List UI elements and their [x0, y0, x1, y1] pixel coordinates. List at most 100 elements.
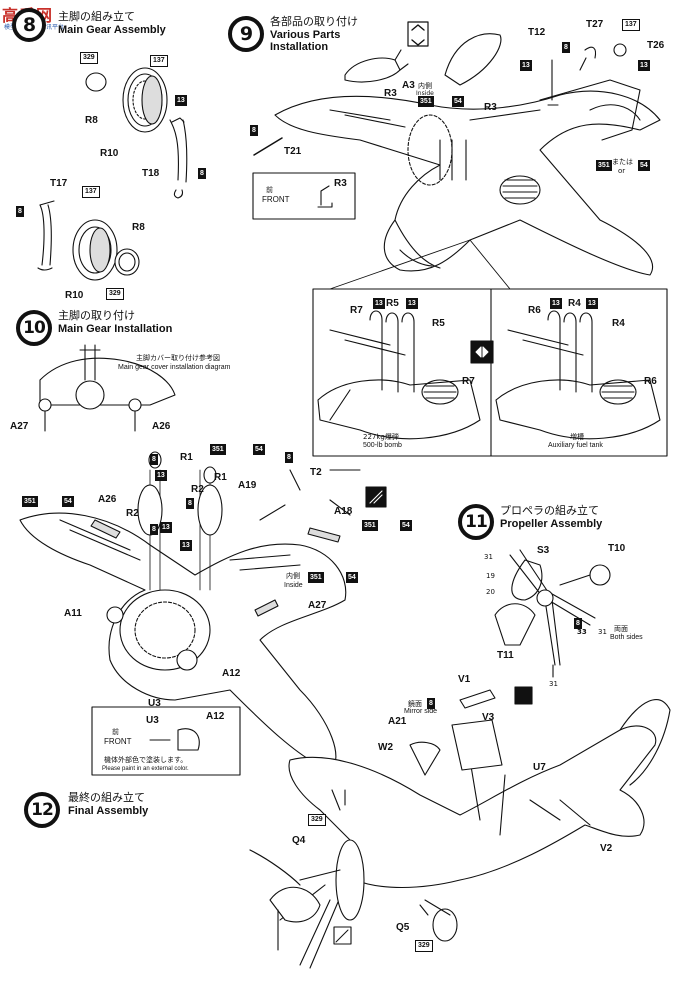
part-label: A27: [308, 600, 327, 611]
color-code: 13: [638, 60, 650, 71]
color-code: 13: [406, 298, 418, 309]
inside-jp: 内側: [418, 82, 432, 90]
bomb-jp: 227kg爆弾: [363, 433, 399, 441]
step-10-title-jp: 主脚の取り付け: [58, 309, 135, 322]
part-label: R3: [334, 178, 347, 189]
part-label: A12: [222, 668, 241, 679]
color-code: 54: [346, 572, 358, 583]
color-code: 54: [638, 160, 650, 171]
part-number-31b: 31: [598, 628, 607, 636]
step-9-title-en: Various Parts: [270, 29, 341, 41]
part-label: R1: [180, 452, 193, 463]
color-code: 13: [160, 522, 172, 533]
color-code: 329: [308, 814, 326, 826]
part-label: Q5: [396, 922, 410, 933]
aircraft-various-parts: [274, 79, 661, 276]
step-8-title-en: Main Gear Assembly: [58, 24, 166, 36]
part-label: U3: [146, 715, 159, 726]
part-number-33: 33: [577, 628, 587, 636]
color-code: 8: [150, 524, 158, 535]
mirror-en: Mirror side: [404, 708, 438, 715]
color-code: 329: [80, 52, 98, 64]
part-label: U7: [533, 762, 546, 773]
color-code: 137: [150, 55, 168, 67]
part-label: R10: [65, 290, 84, 301]
part-label: S3: [537, 545, 550, 556]
color-code: 351: [418, 96, 434, 107]
part-label: R6: [644, 376, 657, 387]
cover-diagram-en: Main gear cover installation diagram: [118, 364, 231, 371]
front-jp: 前: [266, 186, 273, 194]
part-label: R10: [100, 148, 119, 159]
part-label: A18: [334, 506, 353, 517]
part-label: U3: [148, 698, 161, 709]
color-code: 351: [22, 496, 38, 507]
color-code: 8: [562, 42, 570, 53]
inside-jp-10: 内側: [286, 572, 300, 580]
color-code: 351: [210, 444, 226, 455]
part-label: A3: [402, 80, 415, 91]
part-label: T17: [50, 178, 68, 189]
step-11-title-jp: プロペラの組み立て: [500, 504, 599, 517]
or-en: or: [618, 167, 626, 175]
tank-jp: 増槽: [570, 433, 584, 441]
color-code: 13: [175, 95, 187, 106]
part-label: A26: [152, 421, 171, 432]
front-en: FRONT: [262, 195, 290, 204]
aircraft-final-assembly: [249, 689, 671, 969]
color-code: 8: [186, 498, 194, 509]
part-label: A27: [10, 421, 29, 432]
part-label: V2: [600, 843, 613, 854]
or-jp: または: [612, 158, 633, 166]
wheel-r10-top: [85, 67, 168, 133]
part-label: R6: [528, 305, 541, 316]
color-code: 54: [253, 444, 265, 455]
part-label: T18: [142, 168, 160, 179]
step-number-9: 9: [228, 16, 264, 52]
part-label: W2: [378, 742, 393, 753]
part-label: A21: [388, 716, 407, 727]
part-label: Q4: [292, 835, 306, 846]
color-code: 54: [62, 496, 74, 507]
inside-en: Inside: [416, 90, 434, 97]
color-code: 13: [550, 298, 562, 309]
part-number-19: 19: [486, 572, 495, 580]
part-label: R8: [85, 115, 98, 126]
part-label: T27: [586, 19, 604, 30]
step-9-title-jp: 各部品の取り付け: [270, 15, 358, 28]
color-code: 13: [586, 298, 598, 309]
part-label: A26: [98, 494, 117, 505]
color-code: 54: [452, 96, 464, 107]
part-label: T2: [310, 467, 322, 478]
propeller-assembly: [494, 549, 611, 678]
color-code: 329: [415, 940, 433, 952]
part-label: T21: [284, 146, 302, 157]
part-label: T26: [647, 40, 665, 51]
part-label: R7: [350, 305, 363, 316]
part-label: V3: [482, 712, 495, 723]
part-label: R4: [568, 298, 581, 309]
part-number-31c: 31: [549, 680, 558, 688]
step-number-10: 10: [16, 310, 52, 346]
color-code: 351: [308, 572, 324, 583]
part-number-31: 31: [484, 553, 493, 561]
wheel-r10-bottom: [72, 219, 140, 281]
part-label: T11: [497, 650, 514, 661]
part-number-20: 20: [486, 588, 495, 596]
part-label: A11: [64, 608, 82, 619]
step-10-title-en: Main Gear Installation: [58, 323, 173, 335]
both-sides-jp: 両面: [614, 625, 628, 633]
front-en-10: FRONT: [104, 737, 132, 746]
part-label: R2: [191, 484, 204, 495]
part-label: R3: [384, 88, 397, 99]
both-sides-en: Both sides: [610, 634, 643, 641]
aircraft-main-gear: [19, 451, 361, 771]
color-code: 8: [427, 698, 435, 709]
paint-note-jp: 機体外部色で塗装します。: [104, 756, 188, 764]
part-label: R4: [612, 318, 625, 329]
front-jp-10: 前: [112, 728, 119, 736]
color-code: 13: [155, 470, 167, 481]
step-number-12: 12: [24, 792, 60, 828]
step-number-11: 11: [458, 504, 494, 540]
color-code: 13: [520, 60, 532, 71]
